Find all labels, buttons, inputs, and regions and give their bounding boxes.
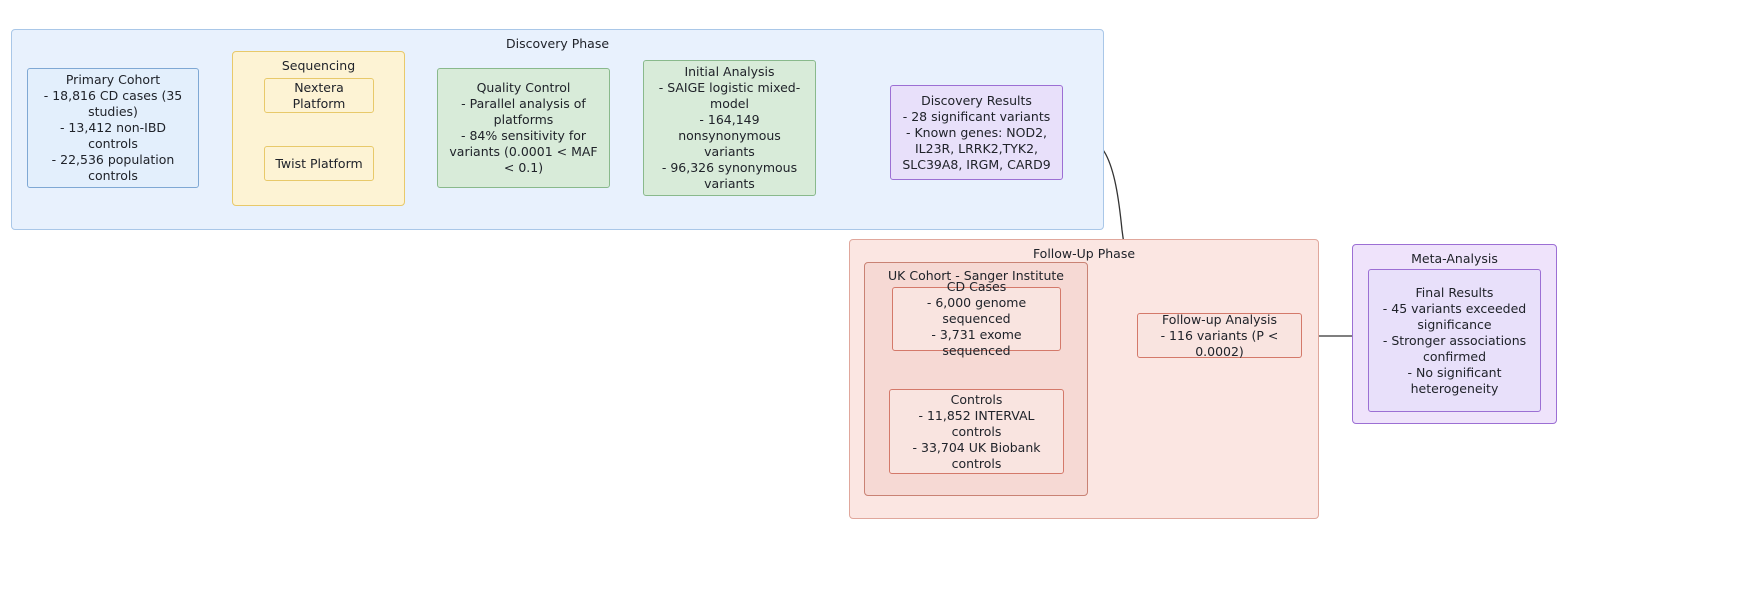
node-controls[interactable]: Controls - 11,852 INTERVAL controls - 33… xyxy=(889,389,1064,474)
cluster-sequencing: Sequencing xyxy=(232,51,405,206)
nextera-platform-label: Nextera Platform xyxy=(292,79,346,111)
primary-cohort-title: Primary Cohort xyxy=(65,72,161,87)
node-quality-control[interactable]: Quality Control - Parallel analysis of p… xyxy=(437,68,610,188)
primary-cohort-line-1: - 18,816 CD cases (35 studies) xyxy=(43,88,183,119)
final-results-line-3: - No significant heterogeneity xyxy=(1407,364,1502,396)
node-nextera-platform[interactable]: Nextera Platform xyxy=(264,78,374,113)
node-followup-analysis[interactable]: Follow-up Analysis - 116 variants (P < 0… xyxy=(1137,311,1302,359)
controls-line-2: - 33,704 UK Biobank controls xyxy=(912,439,1041,471)
followup-analysis-line-1: - 116 variants (P < 0.0002) xyxy=(1160,327,1279,359)
node-twist-platform[interactable]: Twist Platform xyxy=(264,146,374,181)
quality-control-line-1: - Parallel analysis of platforms xyxy=(461,96,586,127)
final-results-line-1: - 45 variants exceeded significance xyxy=(1382,300,1527,332)
initial-analysis-line-1: - SAIGE logistic mixed-model xyxy=(658,80,801,111)
initial-analysis-title: Initial Analysis xyxy=(684,64,775,79)
discovery-results-title: Discovery Results xyxy=(921,92,1032,108)
final-results-line-2: - Stronger associations confirmed xyxy=(1382,332,1527,364)
quality-control-line-2: - 84% sensitivity for variants (0.0001 <… xyxy=(449,128,598,175)
node-initial-analysis[interactable]: Initial Analysis - SAIGE logistic mixed-… xyxy=(643,60,816,196)
primary-cohort-line-3: - 22,536 population controls xyxy=(51,152,175,183)
cd-cases-line-1: - 6,000 genome sequenced xyxy=(926,295,1027,326)
cluster-title-discovery-phase: Discovery Phase xyxy=(505,36,610,51)
final-results-title: Final Results xyxy=(1415,284,1494,300)
controls-title: Controls xyxy=(950,391,1003,407)
cluster-title-uk-cohort: UK Cohort - Sanger Institute xyxy=(888,268,1064,283)
node-primary-cohort[interactable]: Primary Cohort - 18,816 CD cases (35 stu… xyxy=(27,68,199,188)
cluster-title-followup-phase: Follow-Up Phase xyxy=(1032,246,1136,261)
twist-platform-label: Twist Platform xyxy=(275,155,363,171)
discovery-results-line-1: - 28 significant variants xyxy=(902,108,1051,124)
cd-cases-line-2: - 3,731 exome sequenced xyxy=(931,327,1022,358)
initial-analysis-line-2: - 164,149 nonsynonymous variants xyxy=(678,112,781,159)
followup-analysis-title: Follow-up Analysis xyxy=(1161,311,1278,327)
controls-line-1: - 11,852 INTERVAL controls xyxy=(918,407,1035,439)
primary-cohort-line-2: - 13,412 non-IBD controls xyxy=(59,120,167,151)
cd-cases-title: CD Cases xyxy=(946,279,1007,294)
initial-analysis-line-3: - 96,326 synonymous variants xyxy=(661,160,798,191)
quality-control-title: Quality Control xyxy=(476,80,571,95)
discovery-results-line-2: - Known genes: NOD2, IL23R, LRRK2,TYK2, … xyxy=(902,124,1051,172)
node-discovery-results[interactable]: Discovery Results - 28 significant varia… xyxy=(890,85,1063,180)
node-final-results[interactable]: Final Results - 45 variants exceeded sig… xyxy=(1368,269,1541,412)
cluster-title-sequencing: Sequencing xyxy=(281,58,356,73)
node-cd-cases[interactable]: CD Cases - 6,000 genome sequenced - 3,73… xyxy=(892,279,1061,358)
cluster-title-meta-analysis: Meta-Analysis xyxy=(1411,251,1498,266)
